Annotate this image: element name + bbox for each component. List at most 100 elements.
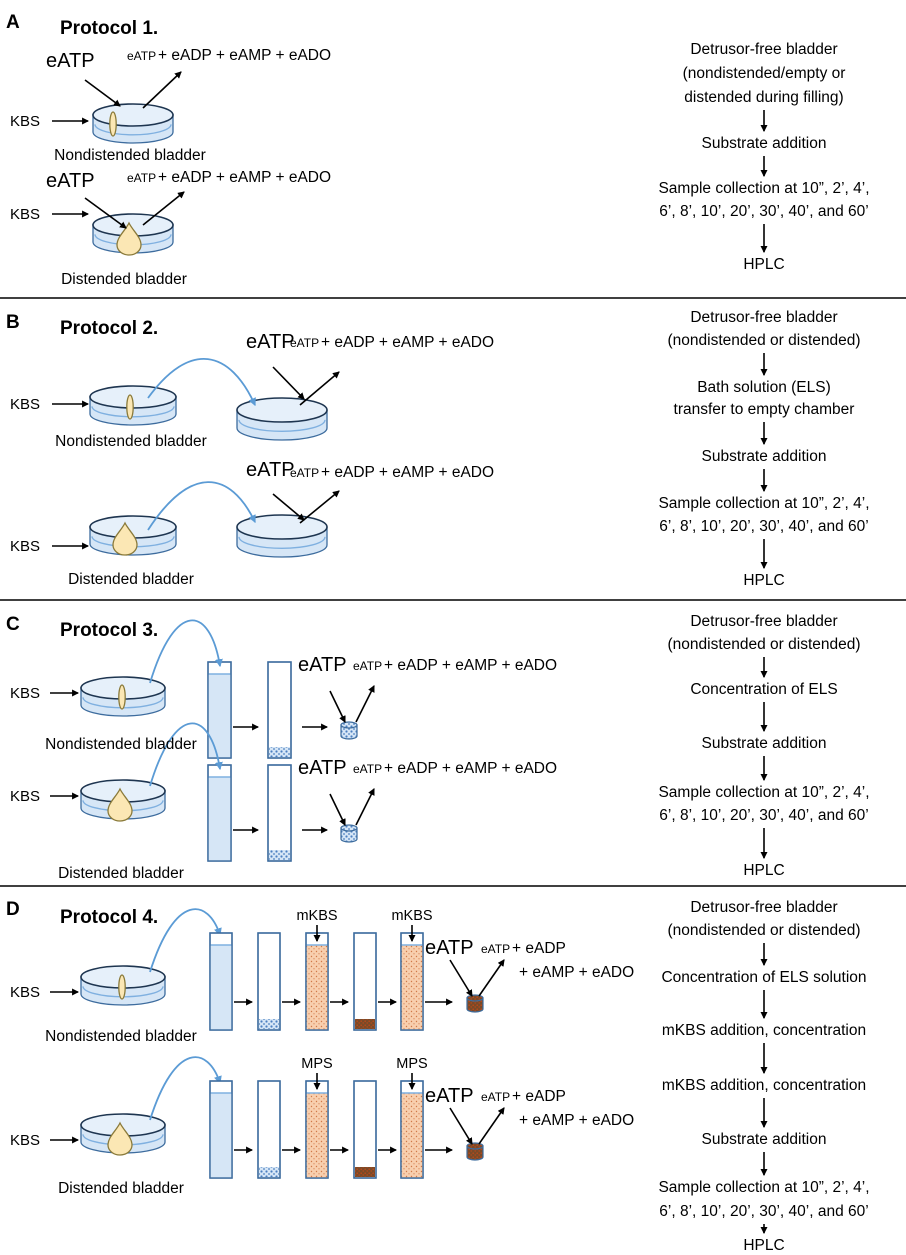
protocol-title: Protocol 4. <box>60 907 158 928</box>
bladder-label: Nondistended bladder <box>55 433 207 450</box>
tube-with-additive <box>305 932 329 1031</box>
transfer-arrow <box>149 722 223 787</box>
flow-step-text: Substrate addition <box>702 1131 827 1148</box>
flow-step-text: HPLC <box>743 572 784 589</box>
tube-reconcentrated <box>353 1080 377 1179</box>
tube-with-els <box>207 764 232 862</box>
products-out-arrow <box>478 959 505 997</box>
flow-step-text: Detrusor-free bladder <box>690 41 837 58</box>
nondistended-bladder-shape <box>109 111 117 137</box>
bladder-label: Distended bladder <box>58 865 184 882</box>
flow-step-text: (nondistended/empty or <box>683 65 846 82</box>
flow-step-text: (nondistended or distended) <box>667 636 860 653</box>
substrate-label: eATP <box>46 170 95 192</box>
substrate-in-arrow <box>272 493 305 521</box>
flow-step-text: Substrate addition <box>702 735 827 752</box>
products-label: + eADP + eAMP + eADO <box>321 464 494 481</box>
flow-step-text: distended during filling) <box>684 89 843 106</box>
protocol-title: Protocol 2. <box>60 318 158 339</box>
distended-bladder-shape <box>107 787 133 822</box>
substrate-label: eATP <box>425 1085 474 1107</box>
products-out-arrow <box>299 371 340 406</box>
products-out-arrow <box>355 788 375 826</box>
substrate-label: eATP <box>298 757 347 779</box>
substrate-label: eATP <box>298 654 347 676</box>
bladder-label: Distended bladder <box>68 571 194 588</box>
flow-step-text: Sample collection at 10”, 2’, 4’, <box>658 495 869 512</box>
sample-cup <box>340 824 358 843</box>
flow-step-text: Substrate addition <box>702 448 827 465</box>
flow-step-text: Concentration of ELS <box>690 681 837 698</box>
flow-step-text: transfer to empty chamber <box>674 401 855 418</box>
products-label: + eADP <box>512 1088 566 1105</box>
flow-step-text: Detrusor-free bladder <box>690 309 837 326</box>
transfer-arrow <box>147 481 256 531</box>
sample-cup <box>466 1142 484 1161</box>
products-label: + eADP <box>512 940 566 957</box>
additive-label: MPS <box>396 1056 427 1072</box>
nondistended-bladder-shape <box>118 974 126 1000</box>
protocol-title: Protocol 1. <box>60 18 158 39</box>
products-label: + eADP + eAMP + eADO <box>321 334 494 351</box>
substrate-label: eATP <box>46 50 95 72</box>
flow-step-text: (nondistended or distended) <box>667 922 860 939</box>
panel-letter: D <box>6 899 20 920</box>
flow-step-text: 6’, 8’, 10’, 20’, 30’, 40’, and 60’ <box>659 203 868 220</box>
additive-label: MPS <box>301 1056 332 1072</box>
tube-concentrated <box>257 1080 281 1179</box>
flow-step-text: Sample collection at 10”, 2’, 4’, <box>658 784 869 801</box>
substrate-in-arrow <box>449 1107 473 1145</box>
bladder-label: Nondistended bladder <box>45 1028 197 1045</box>
products-label: + eADP + eAMP + eADO <box>384 657 557 674</box>
flow-step-text: Sample collection at 10”, 2’, 4’, <box>658 1179 869 1196</box>
kbs-label: KBS <box>10 206 40 223</box>
flow-step-text: HPLC <box>743 1237 784 1254</box>
panel-letter: C <box>6 614 20 635</box>
flow-step-text: mKBS addition, concentration <box>662 1022 866 1039</box>
substrate-in-arrow <box>272 366 305 400</box>
transfer-arrow <box>149 1056 222 1121</box>
kbs-label: KBS <box>10 685 40 702</box>
distended-bladder-shape <box>112 521 138 556</box>
tube-with-additive <box>305 1080 329 1179</box>
panel-letter: B <box>6 312 20 333</box>
nondistended-bladder-shape <box>118 684 126 710</box>
distended-bladder-shape <box>107 1121 133 1156</box>
substrate-in-arrow <box>329 793 346 826</box>
flow-step-text: 6’, 8’, 10’, 20’, 30’, 40’, and 60’ <box>659 518 868 535</box>
illustrations <box>50 71 768 1235</box>
distended-bladder-shape <box>116 221 142 256</box>
products-substrate: eATP <box>290 466 319 480</box>
tube-with-additive <box>400 932 424 1031</box>
panel-letter: A <box>6 12 20 33</box>
products-substrate: eATP <box>481 1090 510 1104</box>
flow-step-text: Bath solution (ELS) <box>697 379 831 396</box>
flow-step-text: mKBS addition, concentration <box>662 1077 866 1094</box>
products-substrate: eATP <box>127 49 156 63</box>
substrate-in-arrow <box>329 690 346 723</box>
bladder-label: Nondistended bladder <box>54 147 206 164</box>
products-substrate: eATP <box>353 659 382 673</box>
products-out-arrow <box>478 1107 505 1145</box>
tube-with-els <box>209 932 233 1031</box>
transfer-arrow <box>149 908 222 973</box>
products-label: + eAMP + eADO <box>519 964 634 981</box>
substrate-in-arrow <box>449 959 473 997</box>
empty-chamber <box>236 397 328 441</box>
flow-step-text: HPLC <box>743 862 784 879</box>
protocol-title: Protocol 3. <box>60 620 158 641</box>
tube-reconcentrated <box>353 932 377 1031</box>
substrate-label: eATP <box>246 331 295 353</box>
products-out-arrow <box>299 490 340 524</box>
flow-step-text: 6’, 8’, 10’, 20’, 30’, 40’, and 60’ <box>659 807 868 824</box>
products-substrate: eATP <box>290 336 319 350</box>
labels: A Protocol 1. B Protocol 2. C Protocol 3. D Pro… <box>6 12 870 1254</box>
tube-with-els <box>209 1080 233 1179</box>
nondistended-bladder-shape <box>126 394 134 420</box>
sample-cup <box>340 721 358 740</box>
flow-step-text: Detrusor-free bladder <box>690 613 837 630</box>
tube-with-els <box>207 661 232 759</box>
products-substrate: eATP <box>127 171 156 185</box>
products-label: + eADP + eAMP + eADO <box>384 760 557 777</box>
flow-step-text: (nondistended or distended) <box>667 332 860 349</box>
